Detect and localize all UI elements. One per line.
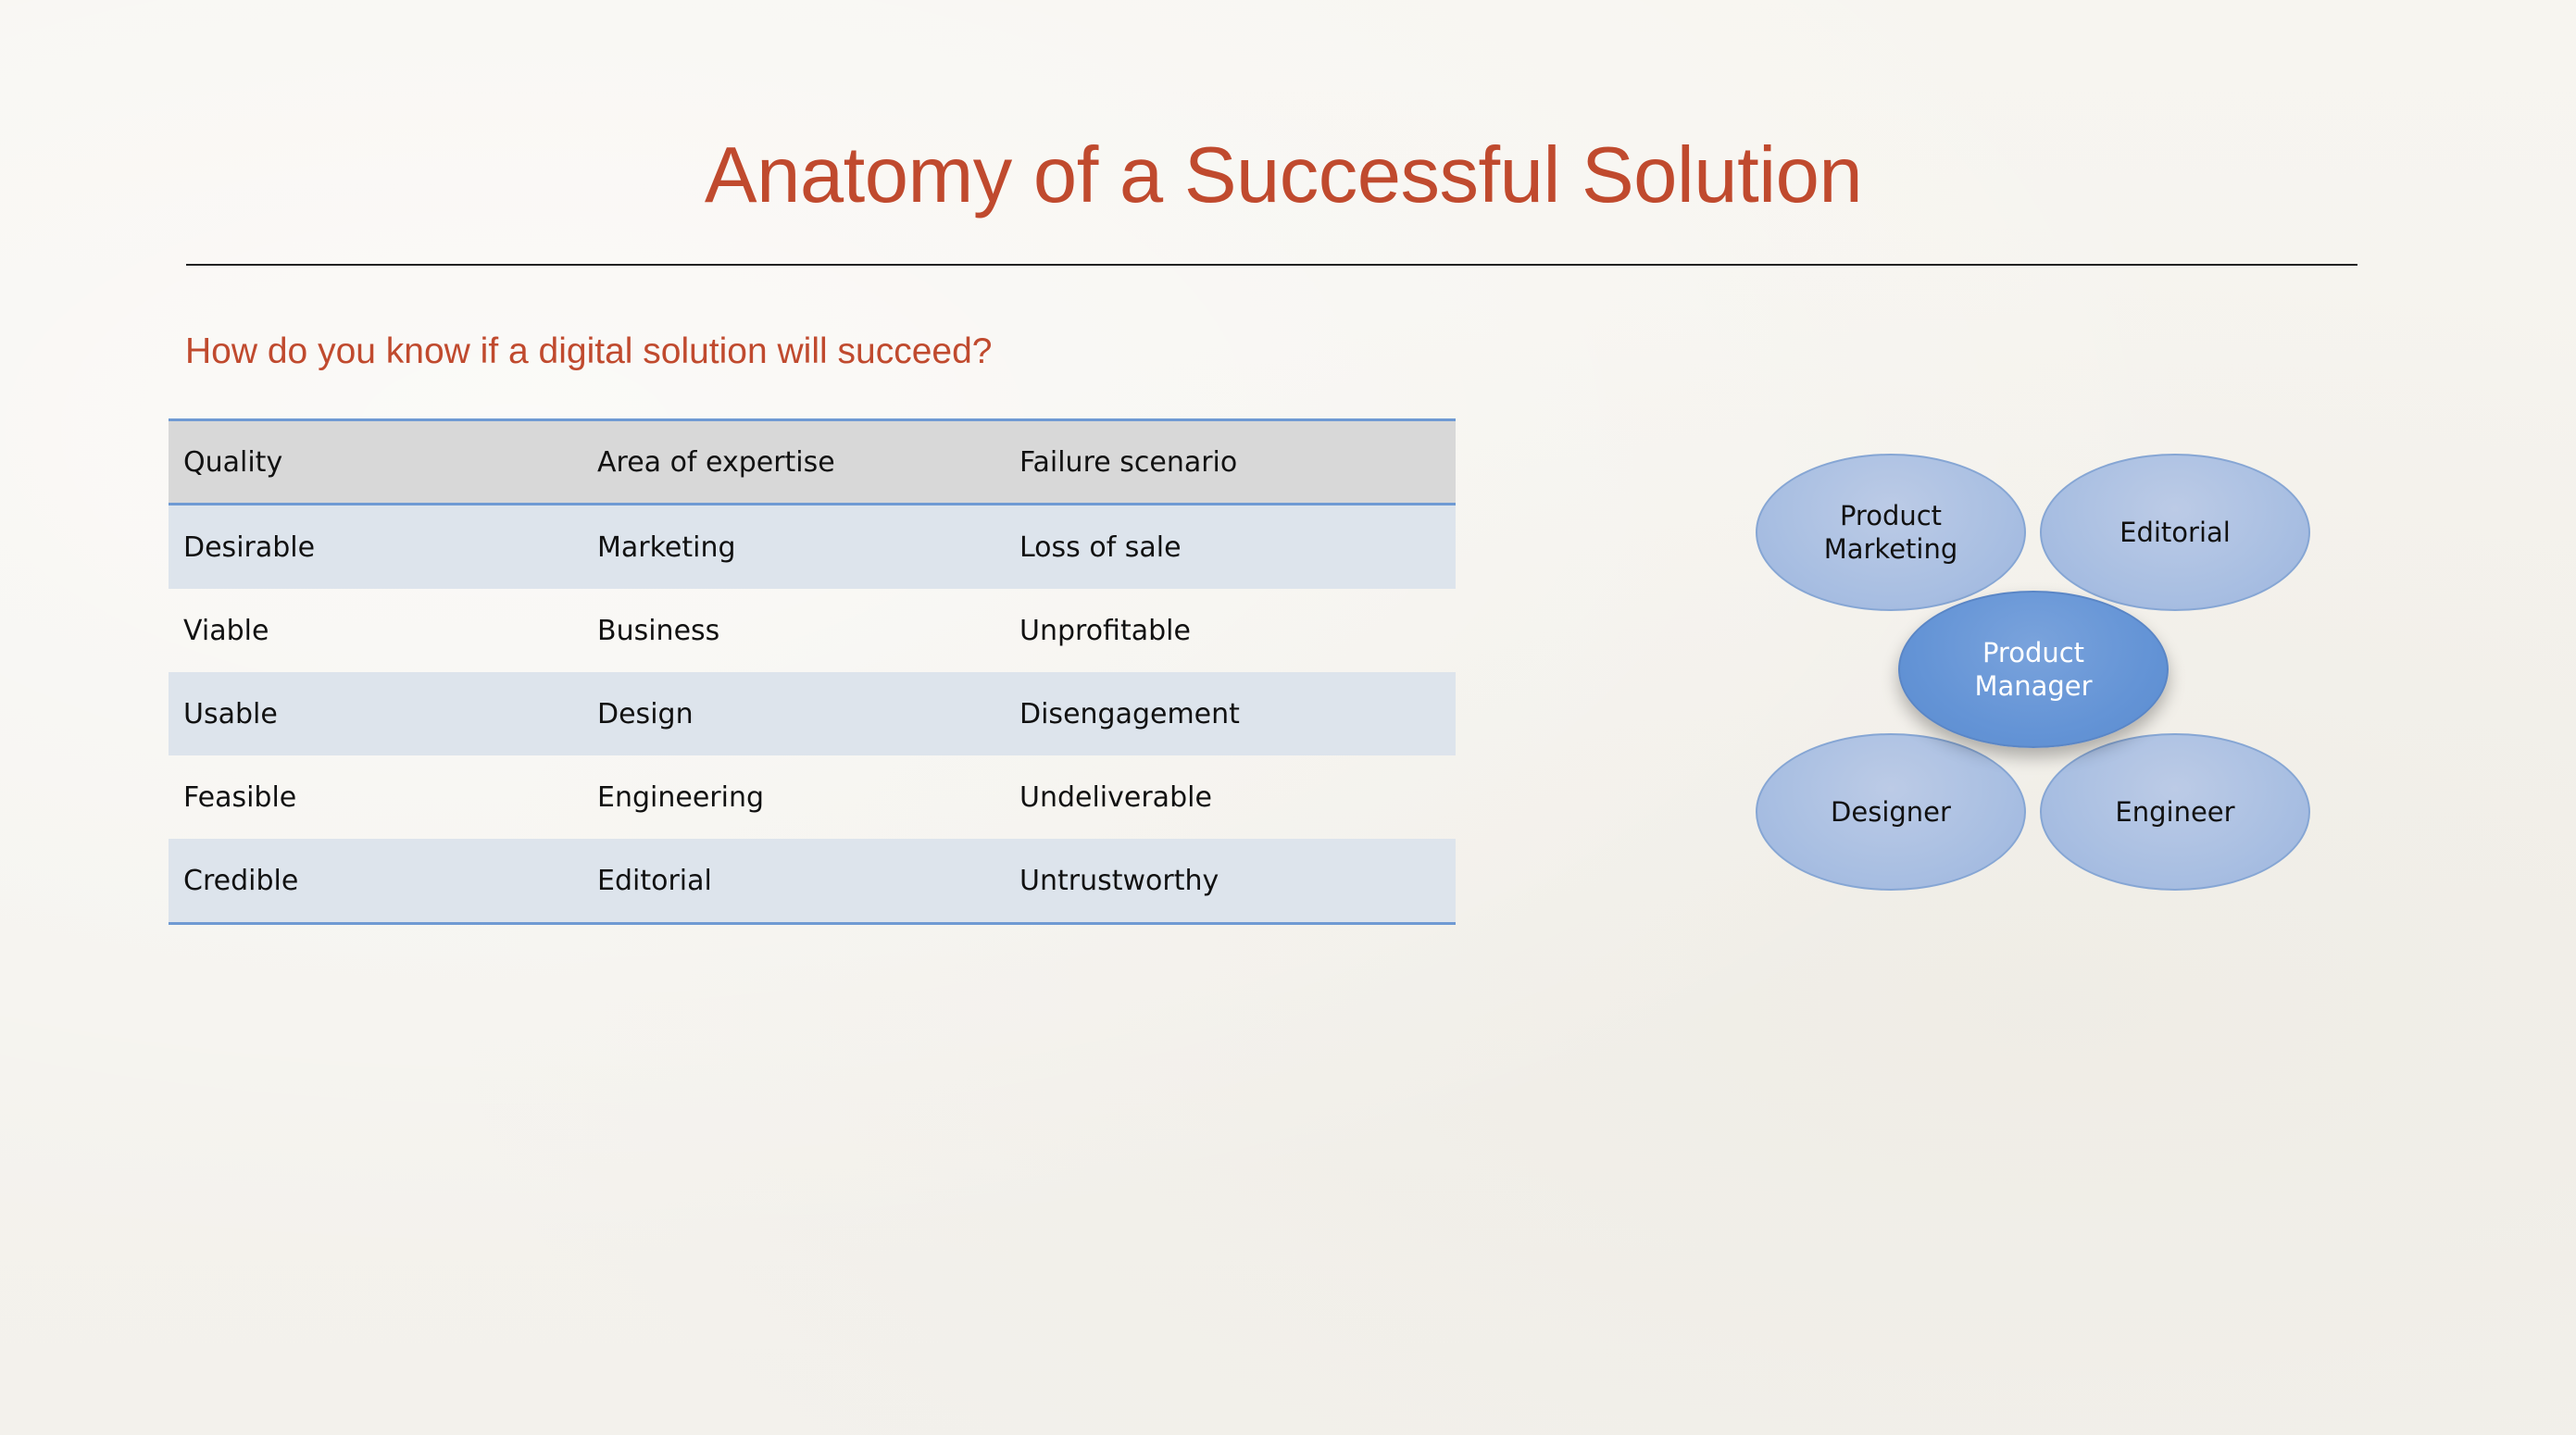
header-quality: Quality xyxy=(183,445,283,479)
node-product-manager: Product Manager xyxy=(1898,591,2169,748)
node-engineer-label: Engineer xyxy=(2115,796,2235,828)
table-row: Viable Business Unprofitable xyxy=(169,589,1456,672)
table-cell: Untrustworthy xyxy=(1019,864,1219,897)
title-divider xyxy=(186,264,2357,266)
node-product-marketing-line2: Marketing xyxy=(1823,533,1958,565)
node-editorial-label: Editorial xyxy=(2120,517,2231,548)
table-cell: Design xyxy=(597,697,694,730)
table-row: Credible Editorial Untrustworthy xyxy=(169,839,1456,922)
table-row: Usable Design Disengagement xyxy=(169,672,1456,755)
table-cell: Credible xyxy=(183,864,299,897)
table-cell: Engineering xyxy=(597,780,764,814)
table-cell: Editorial xyxy=(597,864,712,897)
node-engineer: Engineer xyxy=(2040,733,2310,891)
table-cell: Unprofitable xyxy=(1019,614,1191,647)
table-cell: Viable xyxy=(183,614,269,647)
table-cell: Undeliverable xyxy=(1019,780,1212,814)
table-row: Feasible Engineering Undeliverable xyxy=(169,755,1456,839)
node-product-manager-line1: Product xyxy=(1982,637,2085,668)
node-editorial: Editorial xyxy=(2040,454,2310,611)
table-cell: Business xyxy=(597,614,720,647)
header-failure-scenario: Failure scenario xyxy=(1019,445,1238,479)
slide-title: Anatomy of a Successful Solution xyxy=(704,131,1863,219)
table-header-row: Quality Area of expertise Failure scenar… xyxy=(169,421,1456,505)
node-designer-label: Designer xyxy=(1831,796,1951,828)
table-cell: Marketing xyxy=(597,530,736,564)
table-row: Desirable Marketing Loss of sale xyxy=(169,505,1456,589)
node-designer: Designer xyxy=(1756,733,2026,891)
header-area-of-expertise: Area of expertise xyxy=(597,445,835,479)
table-cell: Loss of sale xyxy=(1019,530,1182,564)
quality-table: Quality Area of expertise Failure scenar… xyxy=(169,418,1456,925)
table-cell: Desirable xyxy=(183,530,316,564)
table-cell: Usable xyxy=(183,697,278,730)
node-product-marketing: Product Marketing xyxy=(1756,454,2026,611)
table-cell: Feasible xyxy=(183,780,297,814)
team-diagram: Product Marketing Editorial Product Mana… xyxy=(1750,444,2324,907)
node-product-marketing-line1: Product xyxy=(1839,500,1943,531)
node-product-manager-line2: Manager xyxy=(1974,670,2093,702)
slide-subtitle: How do you know if a digital solution wi… xyxy=(185,331,993,371)
table-cell: Disengagement xyxy=(1019,697,1240,730)
